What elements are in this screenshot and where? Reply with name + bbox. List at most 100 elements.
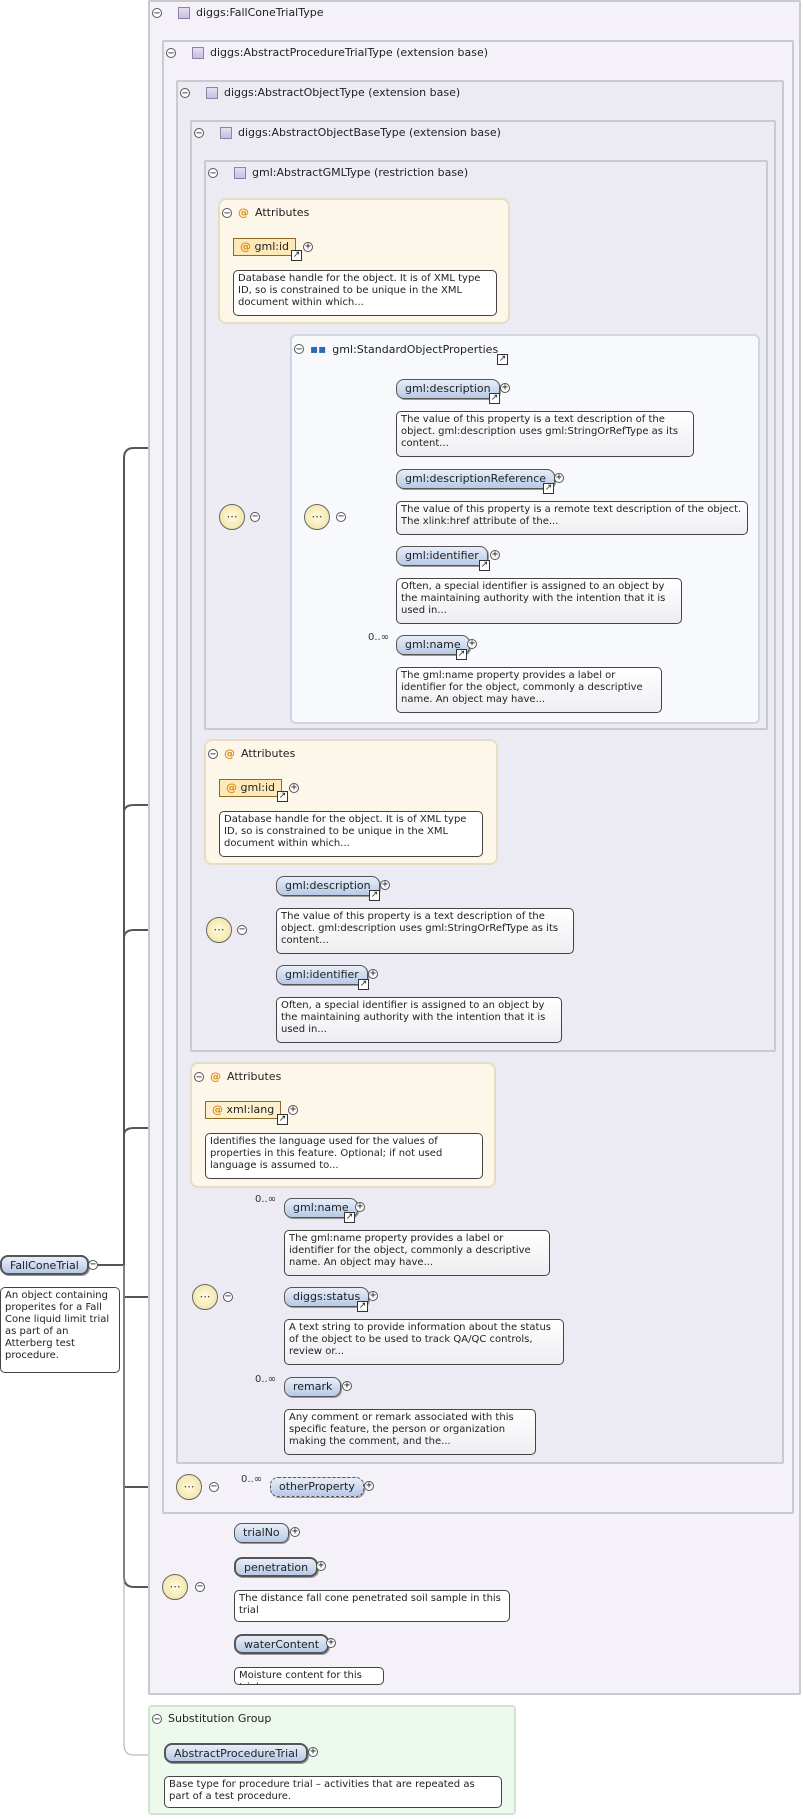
diggs-status-element[interactable]: diggs:status bbox=[284, 1287, 370, 1307]
gml-description-doc: The value of this property is a text des… bbox=[276, 908, 574, 954]
reference-arrow-icon: ↗ bbox=[456, 649, 467, 660]
collapse-icon[interactable]: − bbox=[208, 167, 218, 179]
expand-icon[interactable]: + bbox=[500, 382, 510, 393]
gml-id-doc: Database handle for the object. It is of… bbox=[233, 270, 497, 316]
diggs-status-doc: A text string to provide information abo… bbox=[284, 1319, 564, 1365]
collapse-icon[interactable]: − bbox=[180, 87, 190, 99]
expand-icon[interactable]: + bbox=[326, 1637, 336, 1648]
expand-icon[interactable]: + bbox=[380, 879, 390, 890]
substitution-group-header: − Substitution Group bbox=[152, 1712, 271, 1725]
other-property-element[interactable]: otherProperty bbox=[270, 1477, 364, 1497]
collapse-icon[interactable]: − bbox=[194, 127, 204, 139]
gml-description-reference-element[interactable]: gml:descriptionReference bbox=[396, 469, 556, 489]
collapse-icon[interactable]: − bbox=[336, 511, 346, 522]
reference-arrow-icon: ↗ bbox=[479, 560, 490, 571]
collapse-icon[interactable]: − bbox=[88, 1259, 98, 1270]
expand-icon[interactable]: + bbox=[288, 1104, 298, 1115]
group-icon: ▪▪ bbox=[310, 342, 327, 356]
water-content-element[interactable]: waterContent bbox=[234, 1634, 330, 1654]
collapse-icon[interactable]: − bbox=[237, 924, 247, 935]
expand-icon[interactable]: + bbox=[364, 1480, 374, 1491]
collapse-icon[interactable]: − bbox=[223, 1291, 233, 1302]
collapse-icon[interactable]: − bbox=[250, 511, 260, 522]
sequence-compositor-icon[interactable]: ⋯ bbox=[162, 1574, 188, 1600]
collapse-icon[interactable]: − bbox=[152, 1713, 162, 1725]
water-content-doc: Moisture content for this trial bbox=[234, 1667, 384, 1685]
xml-lang-attribute[interactable]: @ xml:lang bbox=[205, 1101, 282, 1119]
reference-arrow-icon: ↗ bbox=[344, 1212, 355, 1223]
cardinality-label: 0..∞ bbox=[368, 632, 390, 643]
gml-description-doc: The value of this property is a text des… bbox=[396, 411, 694, 457]
expand-icon[interactable]: + bbox=[308, 1746, 318, 1757]
gml-id-attribute[interactable]: @ gml:id bbox=[219, 779, 282, 797]
gml-description-element[interactable]: gml:description bbox=[396, 379, 500, 399]
collapse-icon[interactable]: − bbox=[208, 748, 218, 760]
expand-icon[interactable]: + bbox=[316, 1560, 326, 1571]
expand-icon[interactable]: + bbox=[368, 1290, 378, 1301]
remark-element[interactable]: remark bbox=[284, 1377, 342, 1397]
gml-identifier-doc: Often, a special identifier is assigned … bbox=[396, 578, 682, 624]
type-label: gml:AbstractGMLType (restriction base) bbox=[252, 166, 469, 179]
collapse-icon[interactable]: − bbox=[152, 7, 162, 19]
cardinality-label: 0..∞ bbox=[255, 1194, 277, 1205]
gml-id-doc: Database handle for the object. It is of… bbox=[219, 811, 483, 857]
gml-name-doc: The gml:name property provides a label o… bbox=[396, 667, 662, 713]
sequence-compositor-icon[interactable]: ⋯ bbox=[219, 504, 245, 530]
gml-description-element[interactable]: gml:description bbox=[276, 876, 380, 896]
penetration-element[interactable]: penetration bbox=[234, 1557, 319, 1577]
gml-identifier-element[interactable]: gml:identifier bbox=[276, 965, 368, 985]
complex-type-icon bbox=[234, 166, 246, 179]
gml-identifier-element[interactable]: gml:identifier bbox=[396, 546, 488, 566]
gml-name-element[interactable]: gml:name bbox=[396, 635, 470, 655]
expand-icon[interactable]: + bbox=[368, 968, 378, 979]
cardinality-label: 0..∞ bbox=[241, 1474, 263, 1485]
sequence-compositor-icon[interactable]: ⋯ bbox=[206, 917, 232, 943]
sequence-compositor-icon[interactable]: ⋯ bbox=[304, 504, 330, 530]
reference-arrow-icon: ↗ bbox=[277, 791, 288, 802]
collapse-icon[interactable]: − bbox=[294, 344, 304, 355]
collapse-icon[interactable]: − bbox=[222, 207, 232, 219]
trial-no-element[interactable]: trialNo bbox=[234, 1523, 289, 1543]
expand-icon[interactable]: + bbox=[490, 549, 500, 560]
complex-type-icon bbox=[206, 86, 218, 99]
substitution-group-label: Substitution Group bbox=[168, 1712, 272, 1725]
type-label: diggs:AbstractObjectType (extension base… bbox=[224, 86, 461, 99]
gml-id-attribute[interactable]: @ gml:id bbox=[233, 238, 296, 256]
group-label: gml:StandardObjectProperties bbox=[332, 342, 499, 356]
abstract-procedure-trial-type-header: − diggs:AbstractProcedureTrialType (exte… bbox=[166, 46, 488, 59]
expand-icon[interactable]: + bbox=[303, 241, 313, 252]
reference-arrow-icon: ↗ bbox=[497, 354, 508, 365]
standard-object-properties-header: − ▪▪ gml:StandardObjectProperties bbox=[294, 342, 498, 356]
reference-arrow-icon: ↗ bbox=[358, 979, 369, 990]
abstract-procedure-trial-element[interactable]: AbstractProcedureTrial bbox=[164, 1743, 308, 1763]
gml-name-element[interactable]: gml:name bbox=[284, 1198, 358, 1218]
collapse-icon[interactable]: − bbox=[166, 47, 176, 59]
sequence-compositor-icon[interactable]: ⋯ bbox=[176, 1474, 202, 1500]
reference-arrow-icon: ↗ bbox=[369, 890, 380, 901]
complex-type-icon bbox=[192, 46, 204, 59]
cardinality-label: 0..∞ bbox=[255, 1374, 277, 1385]
attribute-name: gml:id bbox=[240, 781, 276, 794]
expand-icon[interactable]: + bbox=[342, 1380, 352, 1391]
complex-type-icon bbox=[178, 6, 190, 19]
gml-identifier-doc: Often, a special identifier is assigned … bbox=[276, 997, 562, 1043]
type-label: diggs:AbstractProcedureTrialType (extens… bbox=[210, 46, 489, 59]
expand-icon[interactable]: + bbox=[289, 782, 299, 793]
collapse-icon[interactable]: − bbox=[194, 1071, 204, 1083]
collapse-icon[interactable]: − bbox=[209, 1481, 219, 1492]
collapse-icon[interactable]: − bbox=[195, 1581, 205, 1592]
reference-arrow-icon: ↗ bbox=[277, 1114, 288, 1125]
expand-icon[interactable]: + bbox=[554, 472, 564, 483]
fall-cone-trial-root-element[interactable]: FallConeTrial bbox=[0, 1255, 89, 1275]
expand-icon[interactable]: + bbox=[355, 1201, 365, 1212]
penetration-doc: The distance fall cone penetrated soil s… bbox=[234, 1590, 510, 1622]
type-label: diggs:AbstractObjectBaseType (extension … bbox=[238, 126, 501, 139]
expand-icon[interactable]: + bbox=[467, 638, 477, 649]
xml-lang-doc: Identifies the language used for the val… bbox=[205, 1133, 483, 1179]
complex-type-icon bbox=[220, 126, 232, 139]
expand-icon[interactable]: + bbox=[290, 1526, 300, 1537]
abstract-object-type-header: − diggs:AbstractObjectType (extension ba… bbox=[180, 86, 460, 99]
sequence-compositor-icon[interactable]: ⋯ bbox=[192, 1284, 218, 1310]
abstract-gml-type-header: − gml:AbstractGMLType (restriction base) bbox=[208, 166, 468, 179]
attributes-label: Attributes bbox=[255, 206, 310, 219]
